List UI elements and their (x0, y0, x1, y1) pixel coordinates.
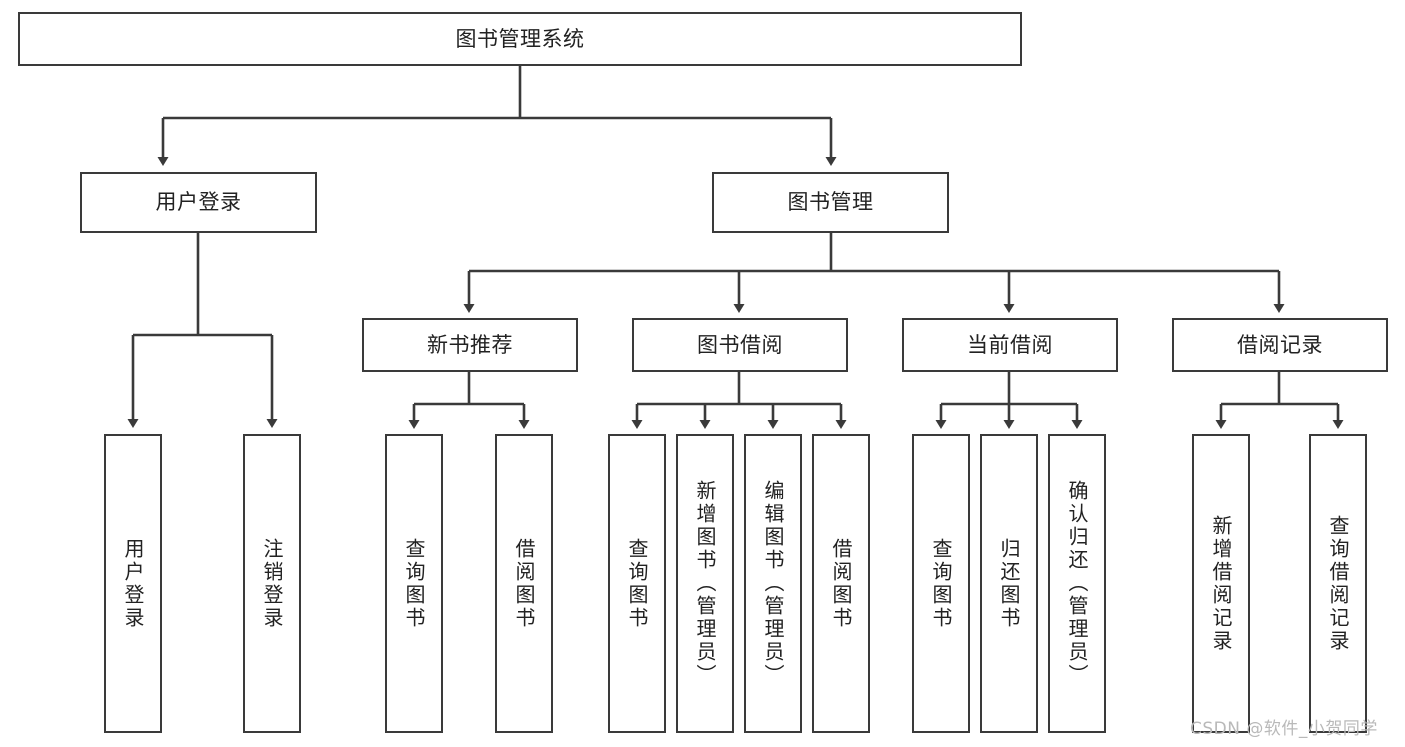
node-label: 编辑图书（管理员） (761, 480, 785, 687)
csdn-watermark: CSDN @软件_小贺同学 (1190, 719, 1378, 739)
node-book-borrow[interactable]: 图书借阅 (632, 318, 848, 372)
node-label: 新书推荐 (427, 332, 513, 357)
node-label: 借阅记录 (1237, 332, 1323, 357)
node-borrow-record[interactable]: 借阅记录 (1172, 318, 1388, 372)
node-leaf-borrow-book-1[interactable]: 借阅图书 (495, 434, 553, 733)
node-leaf-user-login[interactable]: 用户登录 (104, 434, 162, 733)
node-label: 新增图书（管理员） (693, 480, 717, 687)
node-current-borrow[interactable]: 当前借阅 (902, 318, 1118, 372)
node-leaf-add-record[interactable]: 新增借阅记录 (1192, 434, 1250, 733)
node-leaf-query-book-2[interactable]: 查询图书 (608, 434, 666, 733)
node-new-book-recommend[interactable]: 新书推荐 (362, 318, 578, 372)
node-leaf-add-book[interactable]: 新增图书（管理员） (676, 434, 734, 733)
node-user-login[interactable]: 用户登录 (80, 172, 317, 233)
node-leaf-query-book-1[interactable]: 查询图书 (385, 434, 443, 733)
node-label: 图书管理系统 (455, 26, 585, 51)
node-label: 新增借阅记录 (1209, 514, 1233, 653)
node-book-manage[interactable]: 图书管理 (712, 172, 949, 233)
node-label: 图书借阅 (697, 332, 783, 357)
node-label: 查询借阅记录 (1326, 514, 1350, 653)
node-leaf-query-record[interactable]: 查询借阅记录 (1309, 434, 1367, 733)
node-label: 借阅图书 (829, 537, 853, 630)
node-leaf-confirm-return[interactable]: 确认归还（管理员） (1048, 434, 1106, 733)
node-leaf-return-book[interactable]: 归还图书 (980, 434, 1038, 733)
node-leaf-logout[interactable]: 注销登录 (243, 434, 301, 733)
node-leaf-borrow-book-2[interactable]: 借阅图书 (812, 434, 870, 733)
node-label: 用户登录 (121, 537, 145, 630)
node-label: 当前借阅 (967, 332, 1053, 357)
node-label: 查询图书 (402, 537, 426, 630)
node-label: 注销登录 (260, 537, 284, 630)
node-label: 借阅图书 (512, 537, 536, 630)
node-label: 归还图书 (997, 537, 1021, 630)
node-label: 确认归还（管理员） (1065, 480, 1089, 687)
node-leaf-edit-book[interactable]: 编辑图书（管理员） (744, 434, 802, 733)
node-label: 用户登录 (155, 190, 242, 215)
node-label: 查询图书 (929, 537, 953, 630)
node-root-system[interactable]: 图书管理系统 (18, 12, 1022, 66)
node-label: 查询图书 (625, 537, 649, 630)
node-label: 图书管理 (787, 190, 874, 215)
node-leaf-query-book-3[interactable]: 查询图书 (912, 434, 970, 733)
